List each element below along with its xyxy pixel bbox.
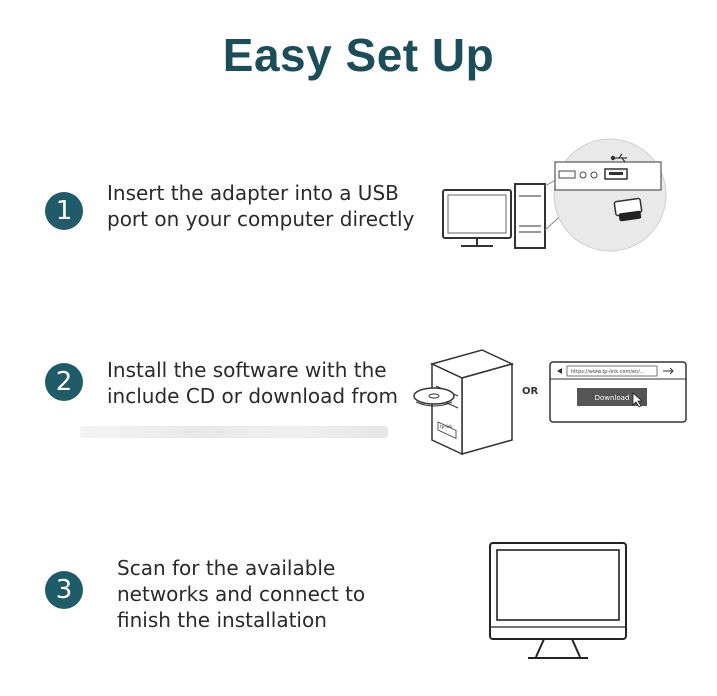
browser-url: https://www.tp-link.com/en/... [571,369,645,375]
step-2-line-2: include CD or download from [107,384,398,408]
computer-usb-illustration [442,138,667,252]
redacted-link [80,426,388,438]
step-2-text: Install the software with the include CD… [107,357,398,409]
step-2-badge: 2 [45,363,83,401]
step-2-line-1: Install the software with the [107,358,387,382]
cd-brand-label: tp-link [440,424,453,429]
browser-illustration: https://www.tp-link.com/en/... Download [549,361,687,423]
usb-icon [610,153,627,163]
step-3-line-3: finish the installation [117,608,327,632]
download-button-label: Download [595,394,630,402]
tower-cd-illustration: tp-link [413,349,515,456]
step-1-line-2: port on your computer directly [107,207,415,231]
or-label: OR [522,386,539,397]
step-1-text: Insert the adapter into a USB port on yo… [107,180,414,232]
page-title: Easy Set Up [222,29,495,81]
cursor-icon [632,392,644,408]
monitor-illustration [489,542,627,659]
step-3-line-2: networks and connect to [117,582,366,606]
step-1-line-1: Insert the adapter into a USB [107,181,399,205]
step-3-line-1: Scan for the available [117,556,336,580]
step-1-badge: 1 [45,192,83,230]
step-3-text: Scan for the available networks and conn… [117,555,365,633]
step-3-badge: 3 [45,571,83,609]
